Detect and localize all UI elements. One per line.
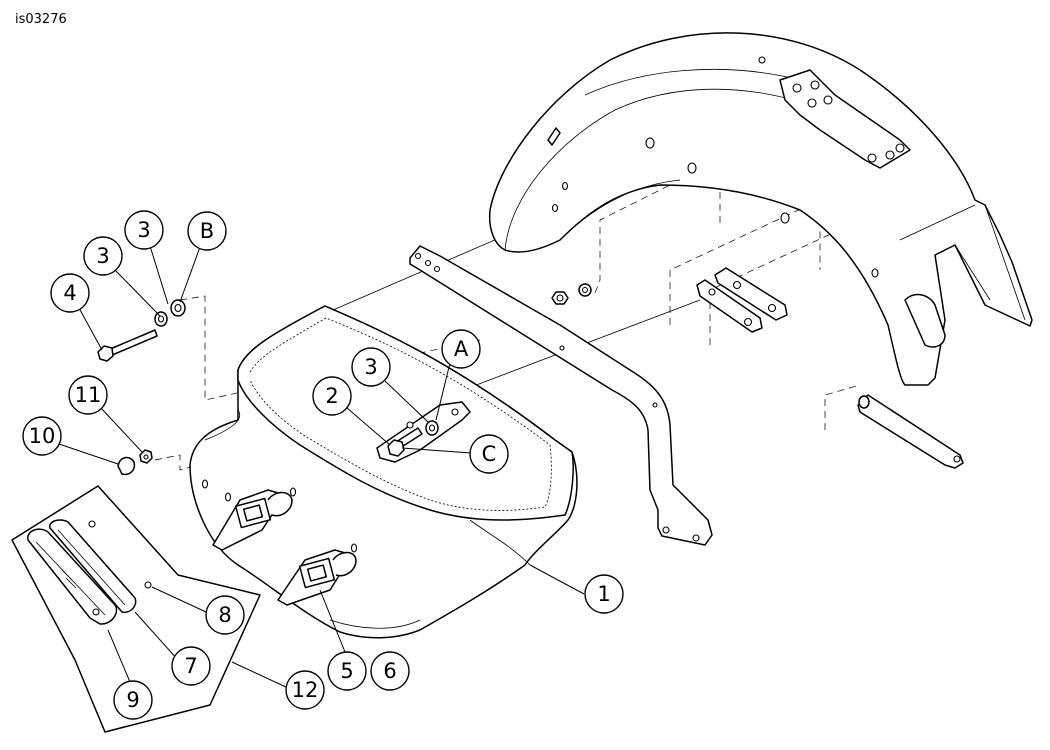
svg-text:11: 11 (75, 383, 102, 407)
callout-3-upper: 3 (124, 210, 164, 250)
saddlebag (189, 305, 578, 639)
svg-text:9: 9 (126, 688, 139, 712)
callout-9: 9 (113, 680, 153, 720)
callout-B: B (187, 211, 227, 251)
svg-text:10: 10 (29, 424, 56, 448)
fender-brackets (551, 267, 788, 333)
svg-text:A: A (454, 337, 469, 361)
svg-text:7: 7 (184, 654, 197, 678)
svg-text:8: 8 (218, 603, 231, 627)
svg-text:3: 3 (364, 355, 377, 379)
figure-id: is03276 (15, 12, 67, 27)
svg-text:2: 2 (325, 384, 338, 408)
rear-fender (488, 32, 1033, 386)
svg-text:6: 6 (383, 659, 396, 683)
svg-text:5: 5 (340, 659, 353, 683)
svg-text:3: 3 (96, 244, 109, 268)
callout-7: 7 (171, 646, 211, 686)
callout-11: 11 (68, 375, 108, 415)
callout-10: 10 (22, 416, 62, 456)
svg-text:1: 1 (597, 582, 610, 606)
callout-1: 1 (584, 574, 624, 614)
svg-text:B: B (200, 219, 214, 243)
callout-3-left: 3 (83, 236, 123, 276)
callout-3-bag: 3 (351, 347, 391, 387)
callout-12: 12 (285, 670, 325, 710)
svg-text:C: C (482, 442, 497, 466)
svg-text:12: 12 (292, 678, 319, 702)
callout-2: 2 (312, 376, 352, 416)
svg-text:3: 3 (137, 218, 150, 242)
callout-C: C (469, 434, 509, 474)
callout-A: A (441, 329, 481, 369)
lower-rod (857, 394, 964, 469)
leader-lines (58, 245, 585, 689)
callout-4: 4 (50, 273, 90, 313)
bolt-washer-set (97, 299, 186, 362)
callout-5: 5 (327, 651, 367, 691)
svg-text:4: 4 (63, 281, 76, 305)
callout-6: 6 (370, 651, 410, 691)
nut-and-cap (117, 449, 153, 476)
callout-8: 8 (205, 595, 245, 635)
support-rail (409, 245, 713, 546)
